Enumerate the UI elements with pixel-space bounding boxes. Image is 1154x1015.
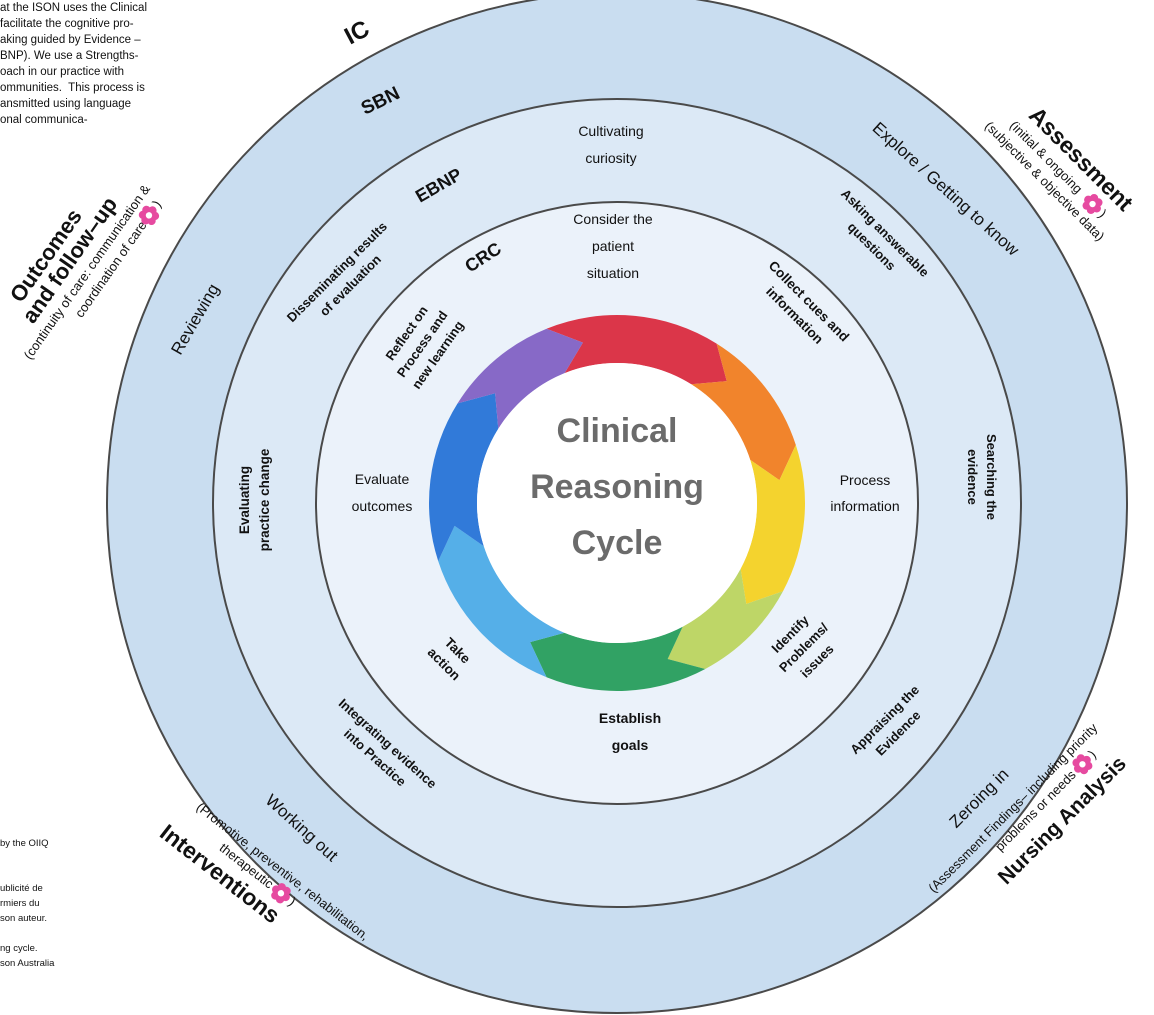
crc-evaluate-l1: Evaluate [355,471,410,487]
crc-establish-l2: goals [612,737,649,753]
flower-center [1089,200,1096,208]
flower-center [145,212,153,219]
ebnp-step-cultivating: Cultivating curiosity [578,123,643,166]
flower-icon [1082,194,1103,215]
crc-establish-l1: Establish [599,710,661,726]
flower-petal [142,205,151,215]
flower-petal [1076,754,1086,763]
crc-consider-l3: situation [587,265,639,281]
ring-label-ic: IC [340,15,374,50]
flower-petal [1084,761,1093,771]
crc-step-process: Process information [830,472,899,514]
flower-center [1079,761,1086,768]
flower-center [277,890,285,897]
flower-petal [1086,205,1096,215]
wheel-segment-yellow [740,444,805,604]
wheel-segment-blue [429,393,499,562]
center-title-line3: Cycle [572,524,663,562]
ebnp-cultivating-l2: curiosity [585,150,636,166]
crc-process-l2: information [830,498,899,514]
wheel-center [477,363,757,643]
wheel-segment-purple [457,328,583,429]
ebnp-step-evaluating: Evaluating practice change [237,448,272,551]
crc-step-establish: Establish goals [599,710,661,753]
ebnp-step-searching: Searching the evidence [965,434,999,520]
wheel-segment-red [546,315,727,385]
footnote-text: by the OIIQ ublicité de rmiers du son au… [0,838,55,969]
ebnp-cultivating-l1: Cultivating [578,123,643,139]
crc-step-evaluate: Evaluate outcomes [352,471,413,514]
wheel-segment-green [530,626,706,691]
intro-text: at the ISON uses the Clinical facilitate… [0,2,148,126]
flower-icon [1072,754,1093,775]
ebnp-evaluating-l2: practice change [257,448,272,551]
flower-petal [1094,198,1103,207]
center-title-line1: Clinical [557,412,678,450]
center-title: Clinical Reasoning Cycle [530,412,704,562]
ebnp-searching-l2: evidence [965,449,980,505]
crc-step-consider: Consider the patient situation [573,211,653,281]
cycle-wheel [429,315,805,691]
wheel-segment-lime [667,568,783,669]
center-title-line2: Reasoning [530,468,704,506]
wheel-segment-lightblue [438,525,565,678]
crc-evaluate-l2: outcomes [352,498,413,514]
flower-icon [271,883,291,904]
crc-process-l1: Process [840,472,891,488]
crc-consider-l2: patient [592,238,634,254]
ebnp-searching-l1: Searching the [984,434,999,520]
wheel-segment-orange [691,343,796,481]
crc-consider-l1: Consider the [573,211,653,227]
flower-icon [138,205,160,226]
ebnp-evaluating-l1: Evaluating [237,466,252,534]
flower-petal [282,886,291,896]
